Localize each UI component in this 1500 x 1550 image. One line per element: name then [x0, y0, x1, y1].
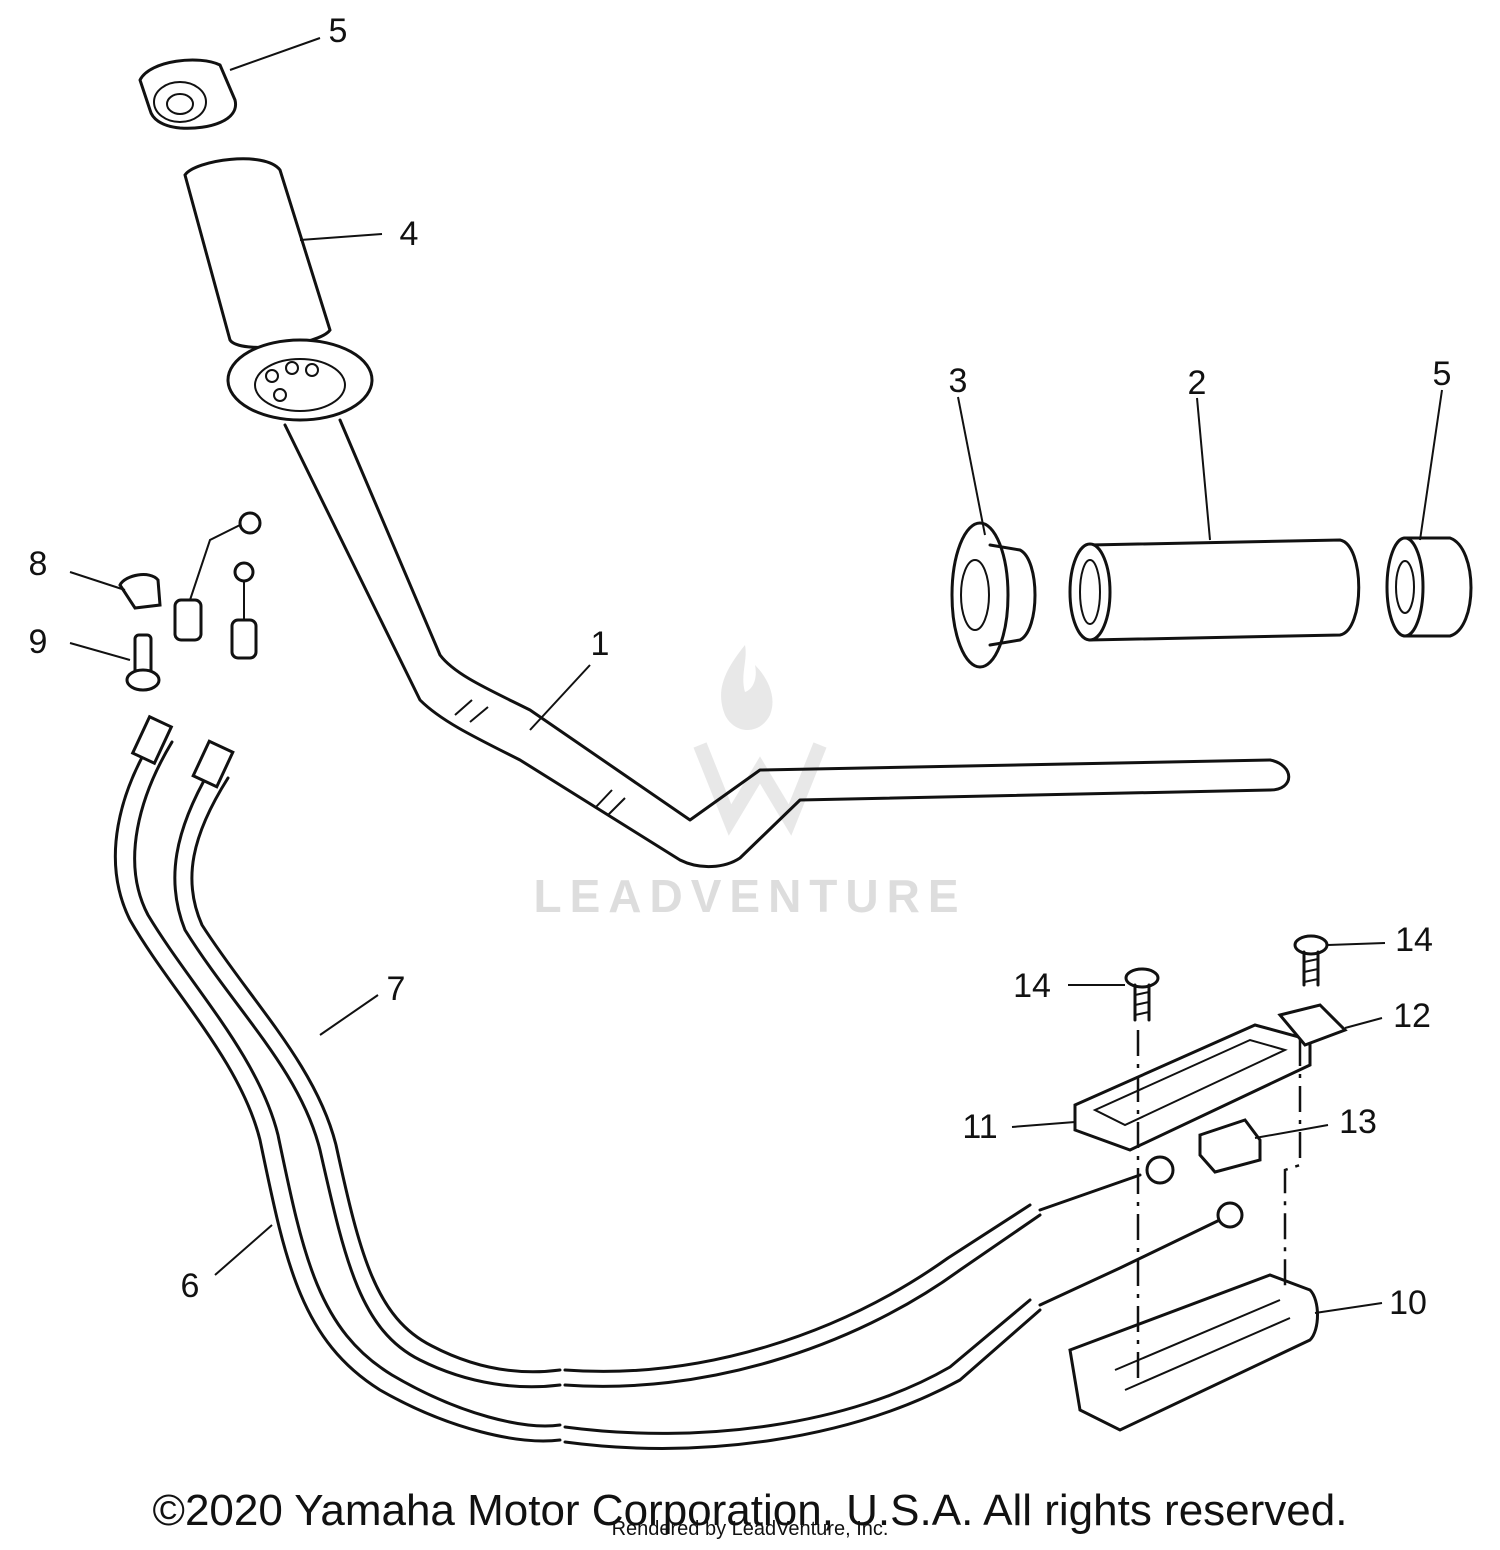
part-cover-plate [1277, 1003, 1348, 1047]
copyright-notice: ©2020 Yamaha Motor Corporation, U.S.A. A… [152, 1486, 1348, 1535]
callout-13: 13 [1339, 1103, 1377, 1141]
part-housing-lower [1068, 1273, 1319, 1432]
callout-14-left: 14 [1013, 967, 1051, 1005]
part-choke-cable [173, 561, 1175, 1389]
callout-6: 6 [181, 1267, 200, 1305]
rendered-by-note: Rendered by LeadVenture, Inc. [611, 1518, 889, 1540]
callout-5-right: 5 [1433, 355, 1452, 393]
part-screw-b [1293, 934, 1329, 987]
part-housing-upper [1073, 1023, 1312, 1152]
callout-1: 1 [591, 625, 610, 663]
part-right-grip [1068, 538, 1361, 642]
callout-11: 11 [962, 1108, 997, 1146]
assembly-line-right [1283, 1040, 1302, 1290]
part-throttle-cable [113, 511, 1244, 1450]
part-grip-end-cap-left [138, 58, 237, 130]
leadventure-watermark: LEADVENTURE [533, 645, 966, 922]
part-throttle-housing [950, 521, 1037, 669]
part-left-grip [183, 157, 374, 422]
callout-10: 10 [1389, 1284, 1427, 1322]
part-clamp [118, 573, 162, 610]
part-handlebar [283, 418, 1291, 869]
part-screw-a [1124, 967, 1160, 1022]
part-clamp-screw [125, 633, 161, 692]
callout-5-top: 5 [329, 12, 348, 50]
watermark-text: LEADVENTURE [533, 870, 966, 922]
part-block [1198, 1118, 1262, 1174]
leader-lines [69, 37, 1443, 1314]
callout-9: 9 [29, 623, 48, 661]
callout-12: 12 [1393, 997, 1431, 1035]
callout-3: 3 [949, 362, 968, 400]
part-grip-end-cap-right [1385, 536, 1473, 638]
callout-4: 4 [400, 215, 419, 253]
callout-7: 7 [387, 970, 406, 1008]
callout-8: 8 [29, 545, 48, 583]
callout-2: 2 [1188, 364, 1207, 402]
callout-14-right: 14 [1395, 921, 1433, 959]
